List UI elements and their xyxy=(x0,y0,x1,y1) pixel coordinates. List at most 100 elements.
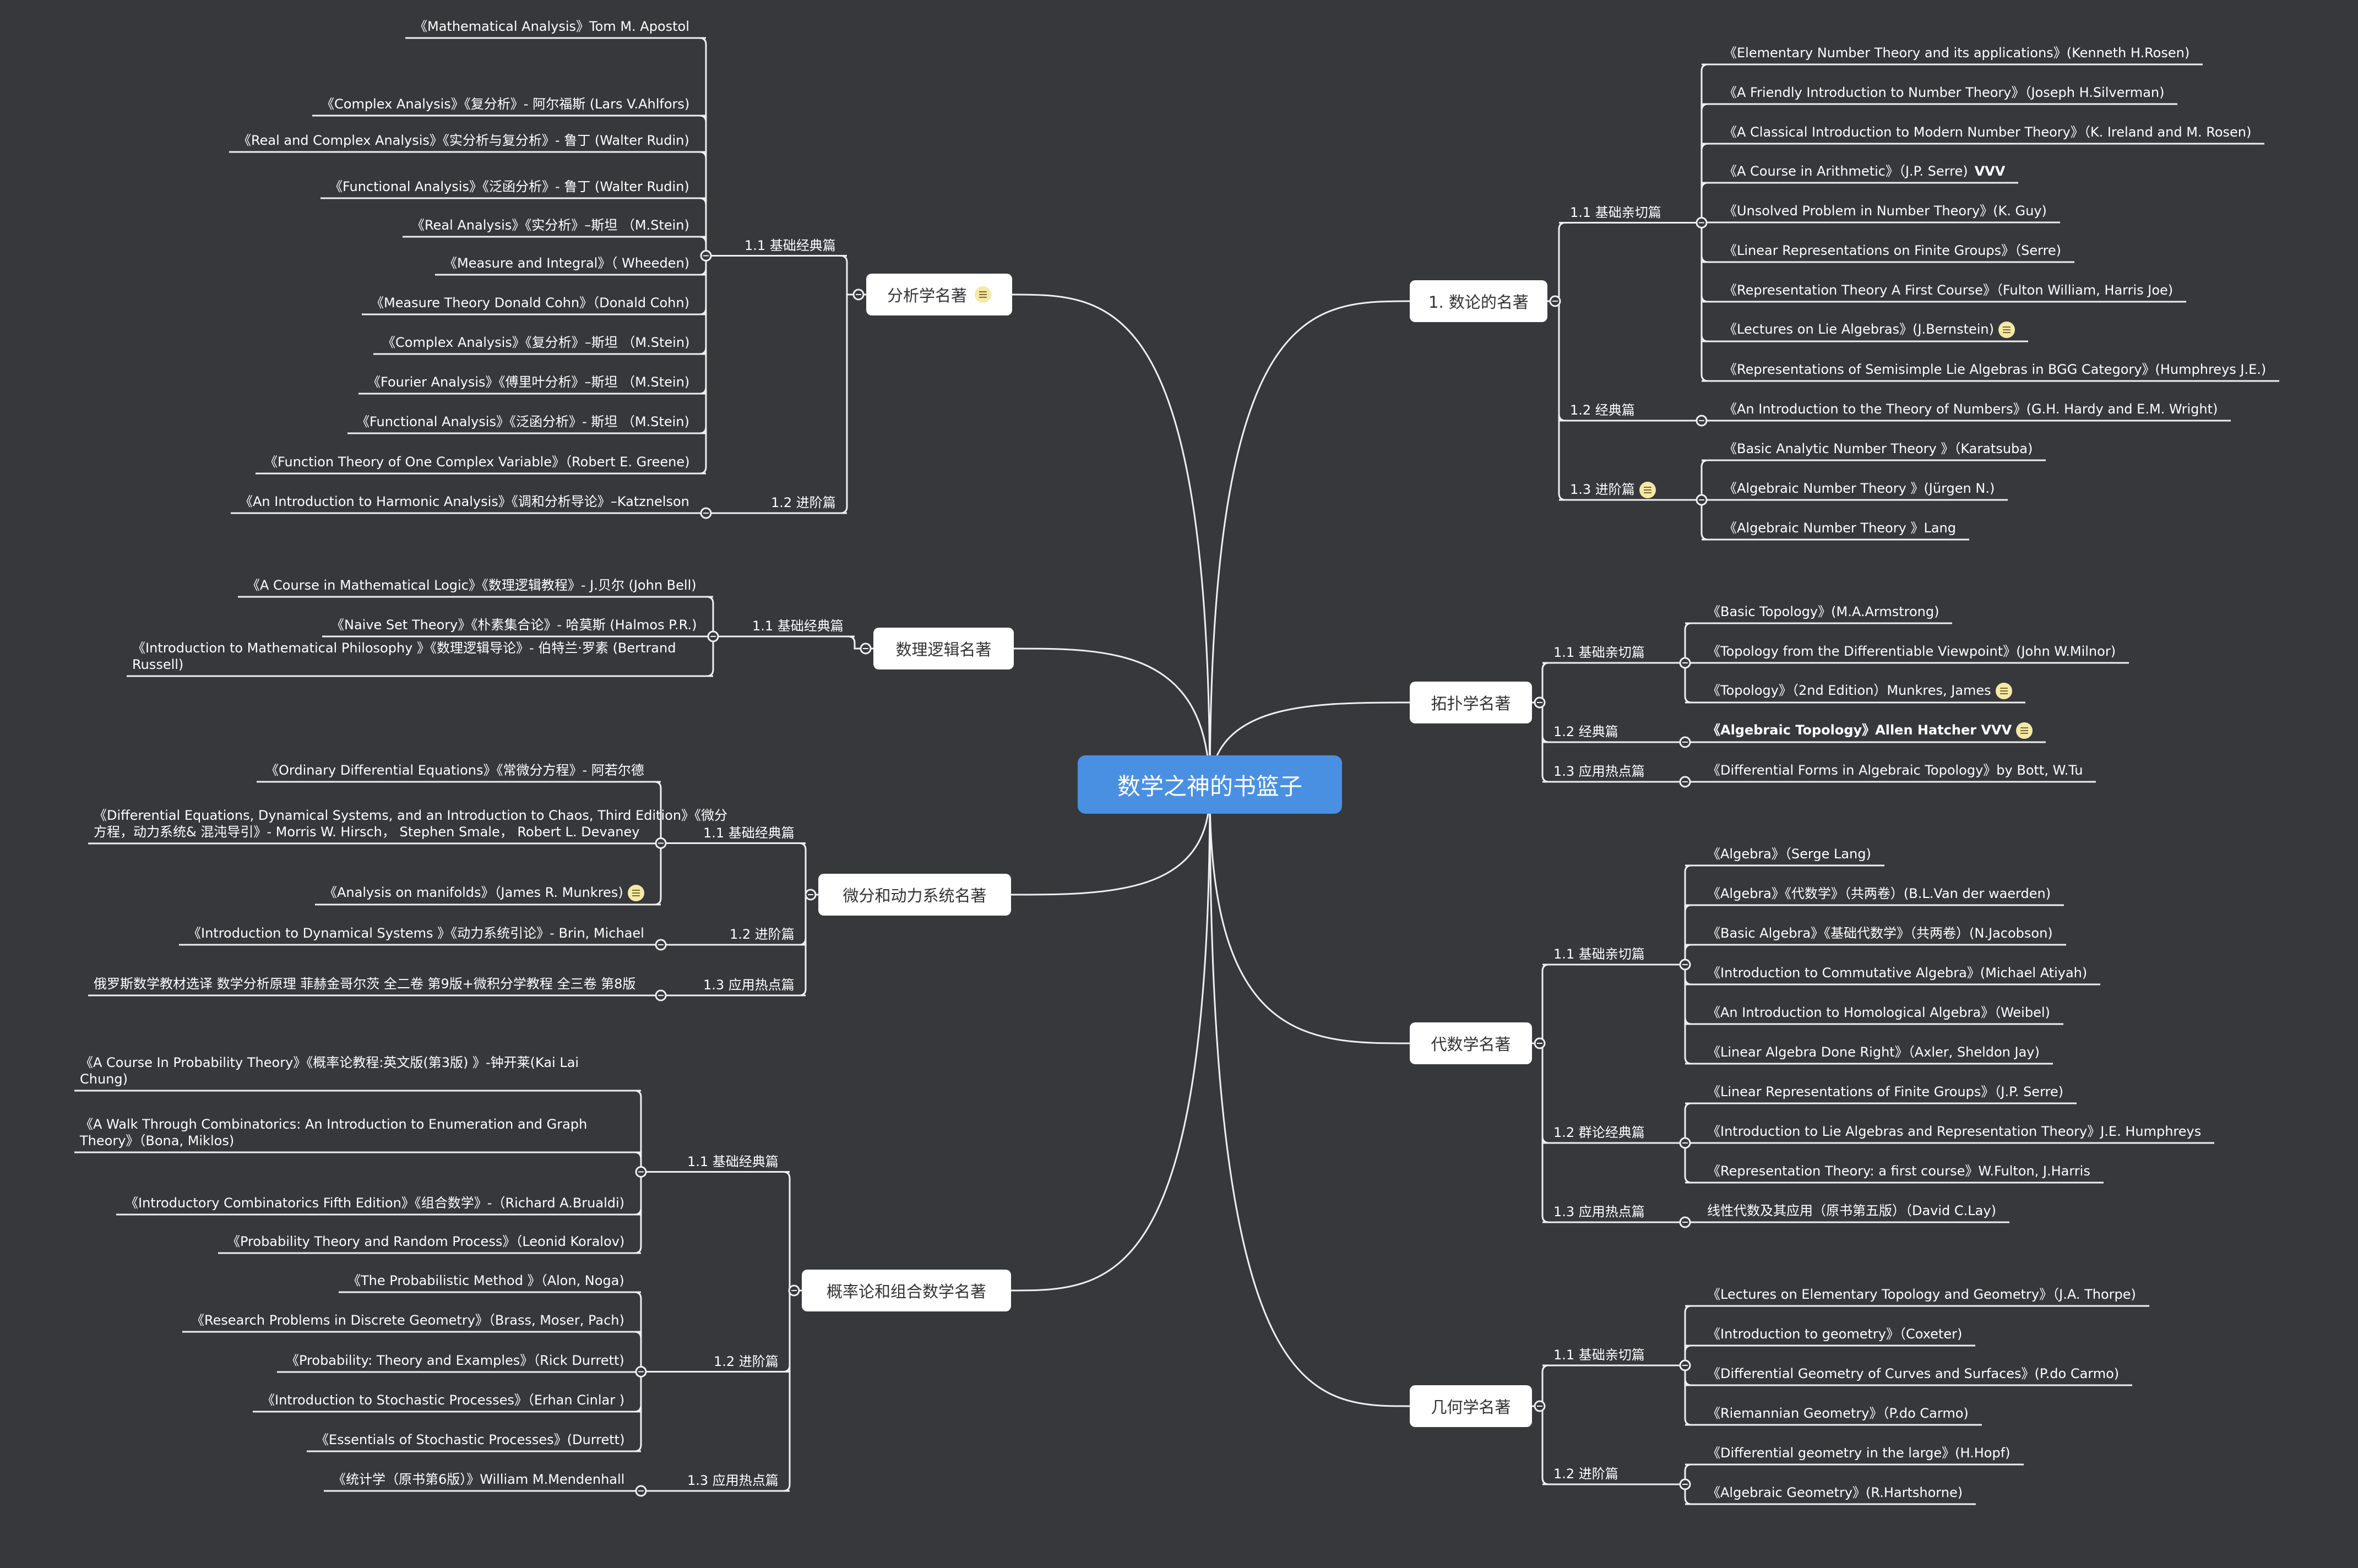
book-item[interactable]: 《Representation Theory: a first course》W… xyxy=(1707,1163,2090,1179)
book-item[interactable]: 《Algebraic Number Theory 》(Jürgen N.) xyxy=(1724,480,1995,497)
book-item[interactable]: 《Algebraic Geometry》(R.Hartshorne) xyxy=(1707,1484,1963,1501)
book-item[interactable]: 《Introduction to Dynamical Systems 》《动力系… xyxy=(188,925,644,941)
book-item[interactable]: 线性代数及其应用（原书第五版）（David C.Lay) xyxy=(1707,1202,1996,1219)
book-item[interactable]: 《Differential Forms in Algebraic Topolog… xyxy=(1707,762,2083,778)
book-item[interactable]: 《Unsolved Problem in Number Theory》(K. G… xyxy=(1724,203,2047,219)
group-label[interactable]: 1.1 基础经典篇 xyxy=(687,1153,779,1170)
book-item[interactable]: 《Mathematical Analysis》Tom M. Apostol xyxy=(414,18,689,35)
group-label[interactable]: 1.2 经典篇 xyxy=(1553,723,1618,740)
group-label[interactable]: 1.2 进阶篇 xyxy=(714,1353,779,1370)
branch-topic[interactable]: 代数学名著 xyxy=(1410,1022,1532,1064)
group-label[interactable]: 1.3 进阶篇 xyxy=(1570,481,1656,498)
book-item[interactable]: 《Lectures on Elementary Topology and Geo… xyxy=(1707,1286,2136,1303)
note-icon[interactable] xyxy=(1995,683,2012,699)
book-item[interactable]: 《Complex Analysis》《复分析》- 阿尔福斯 (Lars V.Ah… xyxy=(321,96,689,112)
group-label[interactable]: 1.2 进阶篇 xyxy=(730,926,795,943)
book-item[interactable]: 《A Course in Arithmetic》（J.P. Serre)VVV xyxy=(1724,163,2005,179)
book-item[interactable]: 《Algebraic Topology》Allen Hatcher VVV xyxy=(1707,722,2033,739)
book-item[interactable]: 《Topology from the Differentiable Viewpo… xyxy=(1707,643,2116,660)
branch-topic[interactable]: 数理逻辑名著 xyxy=(873,628,1014,669)
book-item[interactable]: 《The Probabilistic Method 》（Alon, Noga) xyxy=(347,1272,624,1289)
group-label[interactable]: 1.2 经典篇 xyxy=(1570,402,1635,418)
group-label[interactable]: 1.2 进阶篇 xyxy=(1553,1466,1618,1482)
group-label[interactable]: 1.1 基础亲切篇 xyxy=(1553,644,1645,661)
book-item[interactable]: 《Algebra》（Serge Lang) xyxy=(1707,846,1871,862)
book-item[interactable]: 《Ordinary Differential Equations》《常微分方程》… xyxy=(265,762,644,778)
branch-topic[interactable]: 1. 数论的名著 xyxy=(1410,280,1547,322)
group-label[interactable]: 1.1 基础经典篇 xyxy=(752,618,844,634)
book-item[interactable]: 《Probability: Theory and Examples》（Rick … xyxy=(286,1352,624,1369)
note-icon[interactable] xyxy=(1998,322,2015,338)
branch-topic[interactable]: 分析学名著 xyxy=(866,274,1012,315)
book-item[interactable]: 《A Course In Probability Theory》《概率论教程:英… xyxy=(80,1054,631,1087)
book-item[interactable]: 《An Introduction to Homological Algebra》… xyxy=(1707,1004,2050,1021)
group-label[interactable]: 1.3 应用热点篇 xyxy=(703,977,795,993)
group-label[interactable]: 1.1 基础经典篇 xyxy=(745,237,836,254)
note-icon[interactable] xyxy=(627,885,644,901)
book-item[interactable]: 《Differential Geometry of Curves and Sur… xyxy=(1707,1365,2119,1382)
book-title: 《A Friendly Introduction to Number Theor… xyxy=(1724,85,2165,100)
root-topic[interactable]: 数学之神的书篮子 xyxy=(1078,755,1342,814)
book-item[interactable]: 《Introductory Combinatorics Fifth Editio… xyxy=(125,1195,624,1211)
book-item[interactable]: 《Riemannian Geometry》（P.do Carmo) xyxy=(1707,1405,1969,1422)
book-item[interactable]: 《An Introduction to Harmonic Analysis》《调… xyxy=(240,493,689,510)
group-label[interactable]: 1.1 基础亲切篇 xyxy=(1553,1347,1645,1363)
note-icon[interactable] xyxy=(1639,482,1656,498)
group-label[interactable]: 1.3 应用热点篇 xyxy=(1553,763,1645,780)
book-item[interactable]: 《Introduction to Lie Algebras and Repres… xyxy=(1707,1123,2201,1140)
book-item[interactable]: 《Probability Theory and Random Process》（… xyxy=(227,1233,624,1250)
book-item[interactable]: 《Functional Analysis》《泛函分析》- 鲁丁 (Walter … xyxy=(329,178,689,195)
book-item[interactable]: 《A Classical Introduction to Modern Numb… xyxy=(1724,124,2251,140)
book-item[interactable]: 《Basic Algebra》《基础代数学》（共两卷）(N.Jacobson) xyxy=(1707,925,2053,941)
group-label[interactable]: 1.3 应用热点篇 xyxy=(687,1472,779,1489)
book-item[interactable]: 《Differential Equations, Dynamical Syste… xyxy=(94,807,738,840)
book-item[interactable]: 《Differential geometry in the large》(H.H… xyxy=(1707,1445,2011,1461)
book-item[interactable]: 《Real and Complex Analysis》《实分析与复分析》- 鲁丁… xyxy=(238,132,689,149)
book-item[interactable]: 《统计学（原书第6版）》William M.Mendenhall xyxy=(333,1471,624,1488)
book-item[interactable]: 《Algebraic Number Theory 》Lang xyxy=(1724,520,1956,536)
note-icon[interactable] xyxy=(2016,722,2033,739)
branch-topic[interactable]: 微分和动力系统名著 xyxy=(818,874,1011,916)
book-item[interactable]: 《An Introduction to the Theory of Number… xyxy=(1724,401,2218,417)
book-item[interactable]: 《Complex Analysis》《复分析》–斯坦 （M.Stein) xyxy=(382,334,689,351)
book-item[interactable]: 《A Course in Mathematical Logic》《数理逻辑教程》… xyxy=(247,577,697,594)
book-item[interactable]: 《Introduction to Stochastic Processes》（E… xyxy=(262,1392,624,1408)
branch-topic[interactable]: 几何学名著 xyxy=(1410,1385,1532,1427)
book-item[interactable]: 《Elementary Number Theory and its applic… xyxy=(1724,45,2189,61)
book-item[interactable]: 《Linear Representations of Finite Groups… xyxy=(1707,1084,2063,1100)
book-item[interactable]: 《Linear Algebra Done Right》（Axler, Sheld… xyxy=(1707,1044,2040,1060)
book-item[interactable]: 《Research Problems in Discrete Geometry》… xyxy=(191,1312,624,1329)
book-item[interactable]: 《Function Theory of One Complex Variable… xyxy=(264,454,689,470)
book-item[interactable]: 《Essentials of Stochastic Processes》(Dur… xyxy=(316,1431,624,1448)
book-item[interactable]: 《Basic Topology》(M.A.Armstrong) xyxy=(1707,603,1939,620)
book-item[interactable]: 《Introduction to Commutative Algebra》(Mi… xyxy=(1707,965,2087,981)
group-label[interactable]: 1.3 应用热点篇 xyxy=(1553,1204,1645,1220)
branch-topic[interactable]: 概率论和组合数学名著 xyxy=(802,1270,1011,1311)
group-label[interactable]: 1.1 基础亲切篇 xyxy=(1570,204,1661,221)
book-item[interactable]: 《Representations of Semisimple Lie Algeb… xyxy=(1724,361,2266,378)
book-item[interactable]: 《Representation Theory A First Course》（F… xyxy=(1724,282,2173,298)
book-item[interactable]: 《Analysis on manifolds》（James R. Munkres… xyxy=(324,884,644,901)
book-item[interactable]: 《A Walk Through Combinatorics: An Introd… xyxy=(80,1116,631,1149)
book-item[interactable]: 《Functional Analysis》《泛函分析》- 斯坦 （M.Stein… xyxy=(356,413,689,430)
book-item[interactable]: 《Algebra》《代数学》（共两卷）(B.L.Van der waerden) xyxy=(1707,885,2051,902)
book-item[interactable]: 《Basic Analytic Number Theory 》（Karatsub… xyxy=(1724,440,2033,457)
book-item[interactable]: 《Fourier Analysis》《傅里叶分析》–斯坦 （M.Stein) xyxy=(367,374,689,390)
group-label[interactable]: 1.2 进阶篇 xyxy=(771,494,836,511)
book-item[interactable]: 《Linear Representations on Finite Groups… xyxy=(1724,242,2061,259)
book-item[interactable]: 《Measure and Integral》（ Wheeden) xyxy=(444,255,689,271)
branch-topic[interactable]: 拓扑学名著 xyxy=(1410,682,1532,723)
group-label[interactable]: 1.1 基础亲切篇 xyxy=(1553,946,1645,962)
book-item[interactable]: 俄罗斯数学教材选译 数学分析原理 菲赫金哥尔茨 全二卷 第9版+微积分学教程 全… xyxy=(94,976,644,992)
group-label[interactable]: 1.2 群论经典篇 xyxy=(1553,1124,1645,1141)
note-icon[interactable] xyxy=(975,286,991,303)
book-item[interactable]: 《Measure Theory Donald Cohn》（Donald Cohn… xyxy=(371,295,689,311)
book-item[interactable]: 《Introduction to geometry》（Coxeter) xyxy=(1707,1326,1962,1342)
book-item[interactable]: 《Topology》（2nd Edition）Munkres, James xyxy=(1707,682,2012,699)
book-item[interactable]: 《Naive Set Theory》《朴素集合论》- 哈莫斯 (Halmos P… xyxy=(331,617,697,633)
book-item[interactable]: 《Lectures on Lie Algebras》(J.Bernstein) xyxy=(1724,321,2015,338)
book-item[interactable]: 《Introduction to Mathematical Philosophy… xyxy=(132,640,716,673)
group-label[interactable]: 1.1 基础经典篇 xyxy=(703,825,795,841)
book-item[interactable]: 《A Friendly Introduction to Number Theor… xyxy=(1724,84,2164,101)
book-item[interactable]: 《Real Analysis》《实分析》–斯坦 （M.Stein) xyxy=(411,217,689,233)
